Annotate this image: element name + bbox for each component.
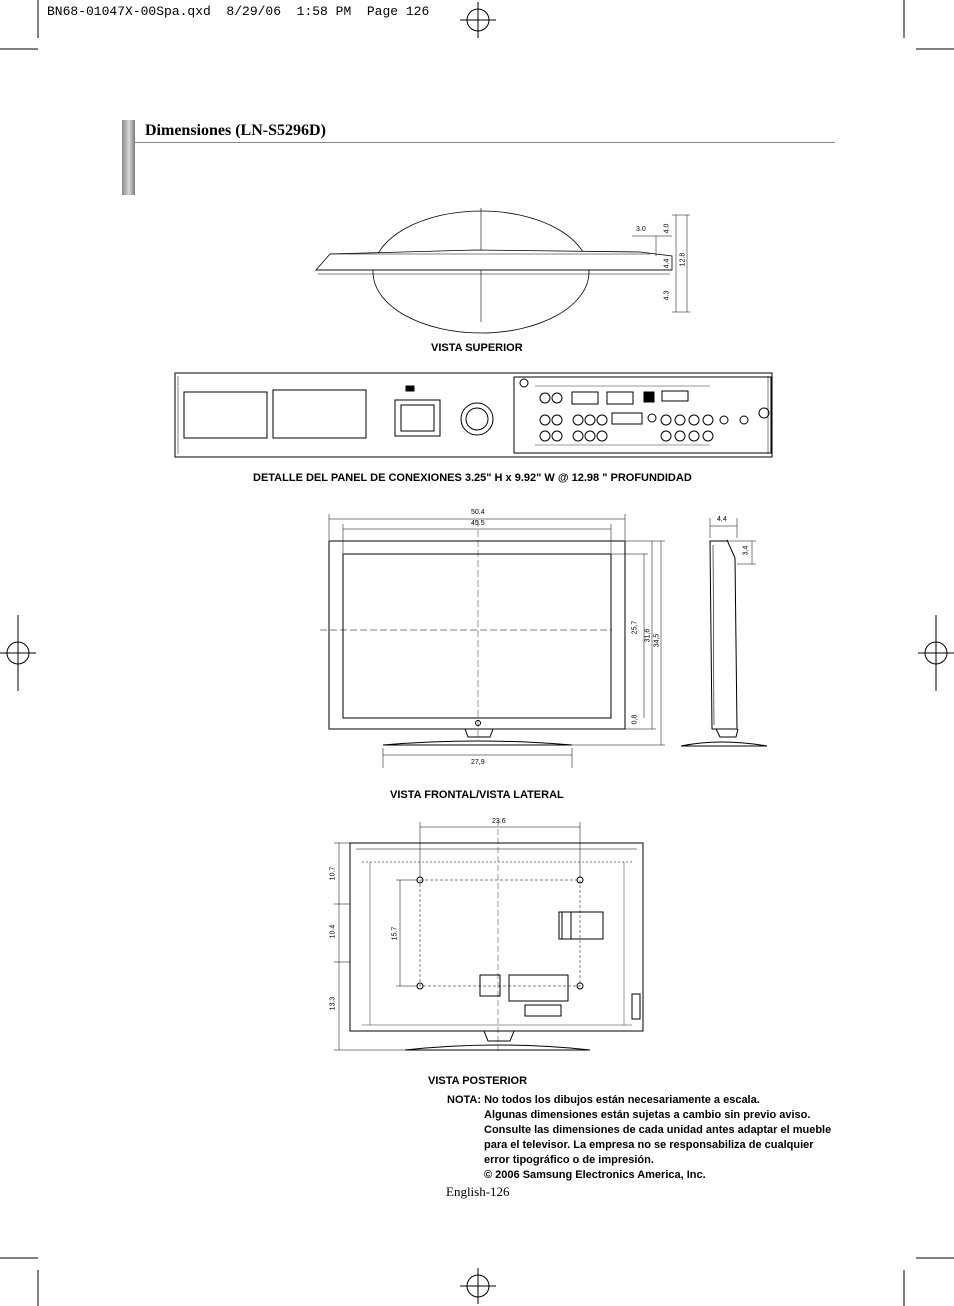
note-line-2: Algunas dimensiones están sujetas a camb… <box>484 1109 811 1121</box>
rear-dim-mid-offset: 10.4 <box>329 924 337 939</box>
rear-dim-top-offset: 10.7 <box>329 866 337 881</box>
caption-front-side-view: VISTA FRONTAL/VISTA LATERAL <box>390 789 564 801</box>
top-dim-3-0: 3.0 <box>636 226 646 233</box>
note-line-1: NOTA: No todos los dibujos están necesar… <box>447 1094 760 1106</box>
section-title: Dimensiones (LN-S5296D) <box>145 122 326 139</box>
page-label: English-126 <box>446 1184 510 1199</box>
note-line-5: error tipográfico o de impresión. <box>484 1154 654 1166</box>
file-info: BN68-01047X-00Spa.qxd 8/29/06 1:58 PM Pa… <box>47 4 430 19</box>
front-dim-width-screen: 45.5 <box>471 520 485 527</box>
rear-dim-mount-height: 15.7 <box>391 926 399 941</box>
rear-dim-mount-width: 23.6 <box>492 818 506 825</box>
rear-dim-bottom-offset: 13.3 <box>329 996 337 1011</box>
caption-rear-view: VISTA POSTERIOR <box>428 1075 528 1087</box>
note-line-3: Consulte las dimensiones de cada unidad … <box>484 1124 832 1136</box>
side-dim-depth: 4,4 <box>717 516 727 523</box>
section-title-rule <box>135 142 835 143</box>
caption-top-view: VISTA SUPERIOR <box>431 342 523 354</box>
note-block: NOTA: No todos los dibujos están necesar… <box>447 1093 847 1183</box>
front-dim-width-outer: 50.4 <box>471 509 485 516</box>
section-title-bar <box>122 120 135 195</box>
front-dim-stand-width: 27,9 <box>471 759 485 766</box>
note-line-6: © 2006 Samsung Electronics America, Inc. <box>484 1169 706 1181</box>
note-label: NOTA: <box>447 1094 482 1106</box>
caption-panel-view: DETALLE DEL PANEL DE CONEXIONES 3.25" H … <box>253 472 692 484</box>
note-line-4: para el televisor. La empresa no se resp… <box>484 1139 814 1151</box>
